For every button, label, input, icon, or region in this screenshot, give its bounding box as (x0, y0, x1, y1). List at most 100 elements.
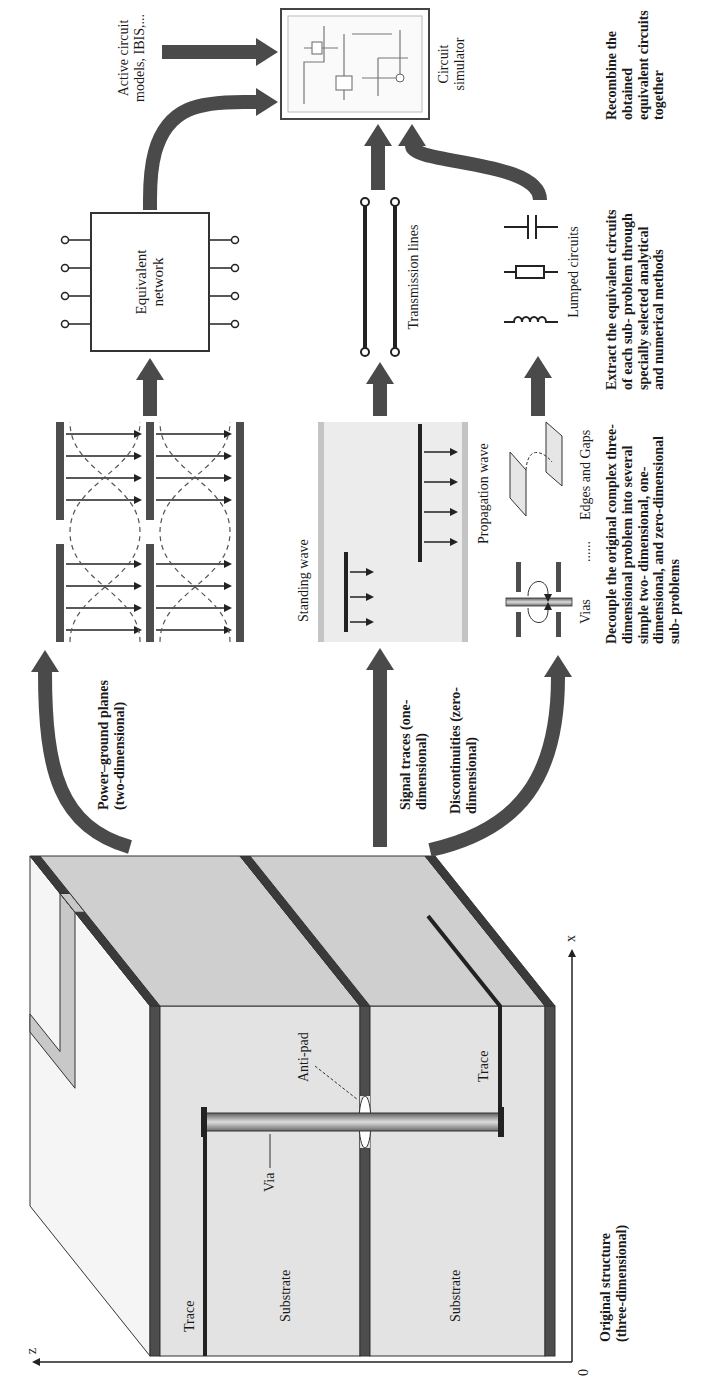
cavity-figure (56, 422, 64, 520)
caption-text: Recombine the obtained equivalent circui… (604, 8, 667, 120)
trace-figure (350, 596, 366, 598)
transmission-line-symbol (393, 202, 397, 352)
port-pins (62, 293, 69, 300)
schematic-picture (352, 33, 392, 34)
leader-line (315, 1066, 358, 1100)
layered-structure (30, 856, 555, 1356)
figure-label: Transmission lines (406, 202, 422, 352)
via-and-traces (201, 1107, 207, 1137)
node-text: Equivalent network (133, 232, 168, 332)
port-pins (69, 267, 90, 269)
subproblem-label: Power–ground planes (two-dimensional) (96, 650, 128, 810)
cavity-figure (160, 422, 230, 642)
via-and-traces (201, 916, 504, 1356)
cavity-figure (66, 629, 134, 631)
trace-figure (418, 424, 422, 562)
via-figure (528, 581, 548, 596)
transmission-line-symbol (361, 198, 369, 206)
port-pins (62, 237, 69, 244)
cavity-figure (160, 422, 230, 642)
cavity-figure (156, 499, 224, 501)
trace-figure (344, 552, 348, 632)
figure-label: Standing wave (296, 539, 312, 622)
schematic-picture (377, 58, 378, 96)
port-pins (210, 295, 231, 297)
via-figure (528, 608, 548, 623)
cavity-figure (66, 455, 134, 457)
figure-label: Propagation wave (476, 443, 492, 544)
cavity-figure (70, 422, 230, 642)
lumped-element-symbol (516, 266, 544, 278)
axis (571, 957, 573, 1362)
via-and-traces (203, 1131, 207, 1356)
schematic-picture (378, 57, 408, 58)
part-label: Trace (476, 1051, 492, 1082)
cavity-figure (156, 477, 224, 479)
via-figure (516, 612, 521, 637)
trace-figure (424, 511, 450, 513)
cavity-figure (146, 544, 154, 642)
transmission-line-symbol (361, 348, 369, 356)
port-pins (62, 321, 69, 328)
cavity-figure (66, 477, 134, 479)
via-and-traces (428, 916, 500, 1113)
port-pins (232, 321, 239, 328)
block-arrow (412, 146, 540, 200)
layered-structure (250, 856, 545, 1006)
cavity-figure (70, 422, 140, 642)
caption-text: Original structure (three-dimensional) (598, 1192, 630, 1342)
caption-text: Decouple the original complex three-dime… (604, 416, 683, 644)
block-arrow (371, 146, 385, 190)
transmission-line-symbol (391, 348, 399, 356)
trace-figure (424, 481, 450, 483)
via-figure (506, 598, 572, 606)
port-pins (232, 293, 239, 300)
schematic-picture (282, 10, 428, 118)
via-and-traces (498, 1107, 504, 1137)
port-pins (62, 265, 69, 272)
axis-label: z (24, 1348, 40, 1354)
trace-figure (424, 451, 450, 453)
schematic-picture (336, 76, 352, 90)
axis-label: 0 (576, 1369, 592, 1376)
part-label: Via (262, 1173, 278, 1192)
layered-structure (150, 1006, 160, 1356)
block-arrow (373, 670, 387, 847)
cavity-figure (156, 433, 224, 435)
lumped-element-symbol (504, 215, 558, 239)
cavity-figure (236, 422, 244, 642)
trace-figure (350, 621, 366, 623)
layered-structure (425, 856, 555, 1006)
trace-figure (462, 422, 468, 642)
cavity-figure (156, 585, 224, 587)
figure-label: Vias (578, 599, 594, 624)
figure-label: ...... (578, 541, 594, 562)
port-pins (232, 237, 239, 244)
cavity-figure (156, 629, 224, 631)
layered-structure (545, 1006, 555, 1356)
port-pins (69, 323, 90, 325)
layered-structure (30, 894, 75, 1089)
via-figure (516, 562, 521, 592)
cavity-figure (56, 544, 64, 642)
port-pins (69, 239, 90, 241)
lumped-element-symbol (504, 215, 558, 322)
trace-figure (318, 422, 468, 642)
trace-figure (320, 422, 466, 642)
trace-figure (424, 541, 450, 543)
layered-structure (160, 1006, 360, 1356)
via-and-traces (203, 1113, 502, 1131)
trace-figure (350, 452, 450, 622)
schematic-picture (396, 74, 404, 82)
edge-gap-figure (510, 452, 526, 516)
input-label: Active circuit models, IBIS,... (116, 8, 148, 108)
port-pins (210, 323, 231, 325)
transmission-line-symbol (363, 202, 367, 352)
edge-gap-figure (546, 422, 562, 486)
via-figure (556, 562, 561, 592)
schematic-picture (312, 42, 322, 54)
part-label: Substrate (448, 1270, 464, 1322)
cavity-figure (70, 422, 140, 642)
part-label: Anti-pad (296, 1032, 312, 1082)
